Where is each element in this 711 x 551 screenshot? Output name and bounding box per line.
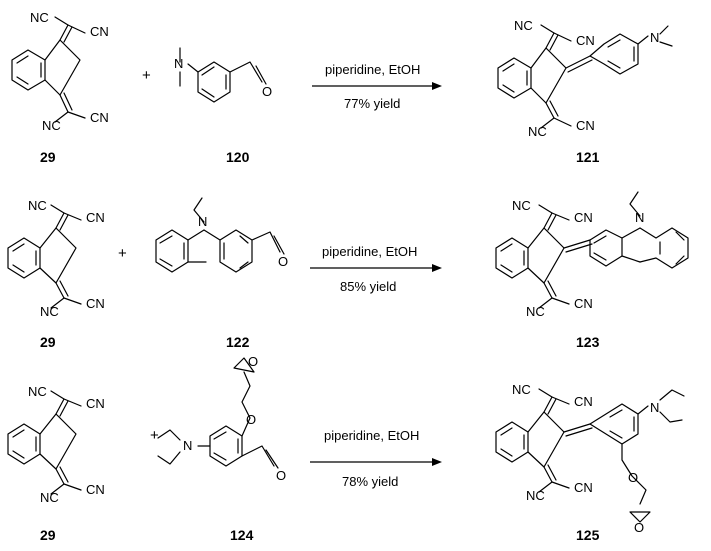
nc-label: NC [526, 304, 545, 319]
compound-label-29: 29 [40, 527, 56, 543]
arrow-head [432, 82, 442, 90]
compound-label-29: 29 [40, 149, 56, 165]
reactant-29-structure: NC CN NC CN [11, 10, 109, 133]
reactant-120-structure: N O [174, 47, 272, 103]
plus-sign: + [118, 245, 127, 262]
plus-sign: + [142, 67, 151, 84]
product-121-structure: NC CN NC CN N [497, 18, 673, 139]
reactant-124-structure: N O O O [157, 354, 286, 483]
nitrogen-label: N [650, 30, 659, 45]
compound-label-123: 123 [576, 334, 600, 350]
cn-label: CN [574, 296, 593, 311]
reaction-yield: 78% yield [342, 474, 398, 489]
nc-label: NC [42, 118, 61, 133]
arrow-head [432, 458, 442, 466]
cn-label: CN [86, 210, 105, 225]
arrow-head [432, 264, 442, 272]
reactant-29-structure: NC CN NC CN [7, 384, 105, 505]
nc-label: NC [28, 198, 47, 213]
oxygen-label: O [634, 520, 644, 535]
nc-label: NC [512, 382, 531, 397]
nc-label: NC [512, 198, 531, 213]
oxygen-label: O [262, 84, 272, 99]
cn-label: CN [576, 33, 595, 48]
oxygen-label: O [628, 470, 638, 485]
reaction-conditions: piperidine, EtOH [324, 428, 419, 443]
compound-label-120: 120 [226, 149, 250, 165]
nc-label: NC [28, 384, 47, 399]
reaction-3: NC CN NC CN 29 + N O O O 124 piperidine,… [7, 354, 685, 543]
nc-label: NC [526, 488, 545, 503]
compound-label-124: 124 [230, 527, 254, 543]
reaction-yield: 77% yield [344, 96, 400, 111]
reactant-122-structure: N O [155, 197, 288, 273]
product-123-structure: NC CN NC CN N [495, 191, 689, 319]
nc-label: NC [40, 304, 59, 319]
oxygen-label: O [276, 468, 286, 483]
reactant-29-structure: NC CN NC CN [7, 198, 105, 319]
oxygen-label: O [246, 412, 256, 427]
reaction-conditions: piperidine, EtOH [322, 244, 417, 259]
oxygen-label: O [248, 354, 258, 369]
cn-label: CN [86, 482, 105, 497]
cn-label: CN [574, 210, 593, 225]
cn-label: CN [86, 296, 105, 311]
cn-label: CN [86, 396, 105, 411]
compound-label-121: 121 [576, 149, 600, 165]
reaction-conditions: piperidine, EtOH [325, 62, 420, 77]
reaction-1: NC CN NC CN 29 + N O 120 piperidine, EtO… [11, 10, 673, 165]
nc-label: NC [30, 10, 49, 25]
reaction-yield: 85% yield [340, 279, 396, 294]
nitrogen-label: N [650, 400, 659, 415]
cn-label: CN [90, 24, 109, 39]
nitrogen-label: N [174, 56, 183, 71]
nc-label: NC [528, 124, 547, 139]
oxygen-label: O [278, 254, 288, 269]
product-125-structure: NC CN NC CN N O O [495, 382, 685, 535]
nc-label: NC [514, 18, 533, 33]
reaction-2: NC CN NC CN 29 + N O 122 piperidine, EtO… [7, 191, 689, 350]
nitrogen-label: N [183, 438, 192, 453]
compound-label-29: 29 [40, 334, 56, 350]
plus-sign: + [150, 427, 159, 444]
cn-label: CN [574, 394, 593, 409]
compound-label-125: 125 [576, 527, 600, 543]
cn-label: CN [576, 118, 595, 133]
cn-label: CN [574, 480, 593, 495]
nc-label: NC [40, 490, 59, 505]
cn-label: CN [90, 110, 109, 125]
compound-label-122: 122 [226, 334, 250, 350]
nitrogen-label: N [198, 214, 207, 229]
nitrogen-label: N [635, 210, 644, 225]
